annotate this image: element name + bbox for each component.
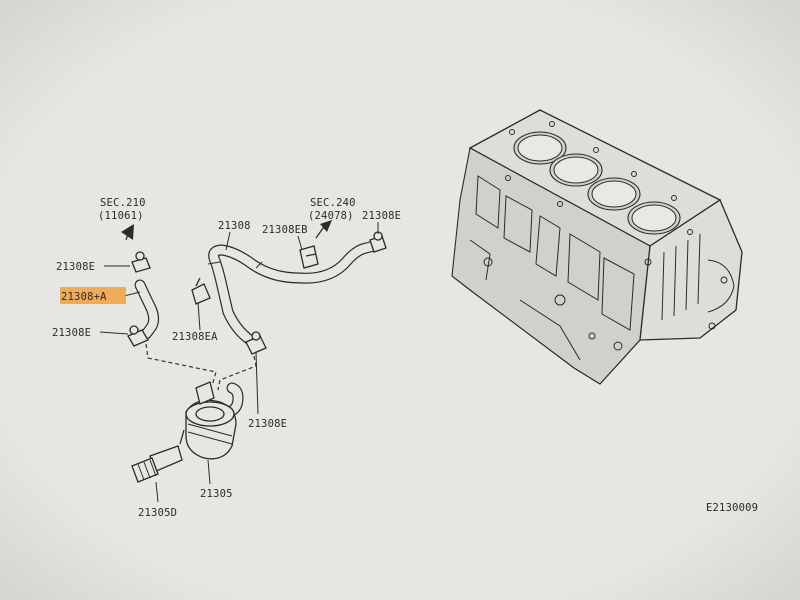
sec-210-ref: (11061) [98, 210, 144, 222]
clamp-21308e-right-hose [245, 331, 267, 355]
small-water-hose [134, 279, 160, 340]
label-21308ea: 21308EA [172, 331, 218, 343]
diagram-code: E2130009 [706, 502, 758, 514]
assembly-line-right [217, 355, 257, 391]
oil-cooler-21305 [185, 381, 237, 460]
clamp-21308eb [299, 245, 319, 269]
label-21308: 21308 [218, 220, 251, 232]
label-21305: 21305 [200, 488, 233, 500]
label-21308e-lower-left: 21308E [52, 327, 91, 339]
sec-210-label: SEC.210 [100, 197, 146, 209]
sec-240-ref: (24078) [308, 210, 354, 222]
connector-fit-line [179, 429, 185, 445]
label-21308e-top-right: 21308E [362, 210, 401, 222]
clamp-21308ea [191, 277, 211, 305]
label-21308e-top-left: 21308E [56, 261, 95, 273]
assembly-line-left [145, 343, 217, 387]
connector-21305d [131, 445, 183, 483]
sec-240-arrow [315, 220, 332, 239]
sec-210-arrow [121, 224, 134, 241]
sec-240-label: SEC.240 [310, 197, 356, 209]
highlight-marker [60, 287, 126, 304]
label-21305d: 21305D [138, 507, 177, 519]
label-21308e-right: 21308E [248, 418, 287, 430]
clamp-21308e-top-left [131, 251, 151, 273]
leader-lines [99, 222, 379, 503]
main-water-hose [207, 238, 382, 346]
label-21308eb: 21308EB [262, 224, 308, 236]
clamp-21308e-lower-left [127, 325, 149, 347]
label-21308a-highlighted: 21308+A [61, 291, 107, 303]
engine-block-illustration [451, 109, 743, 385]
